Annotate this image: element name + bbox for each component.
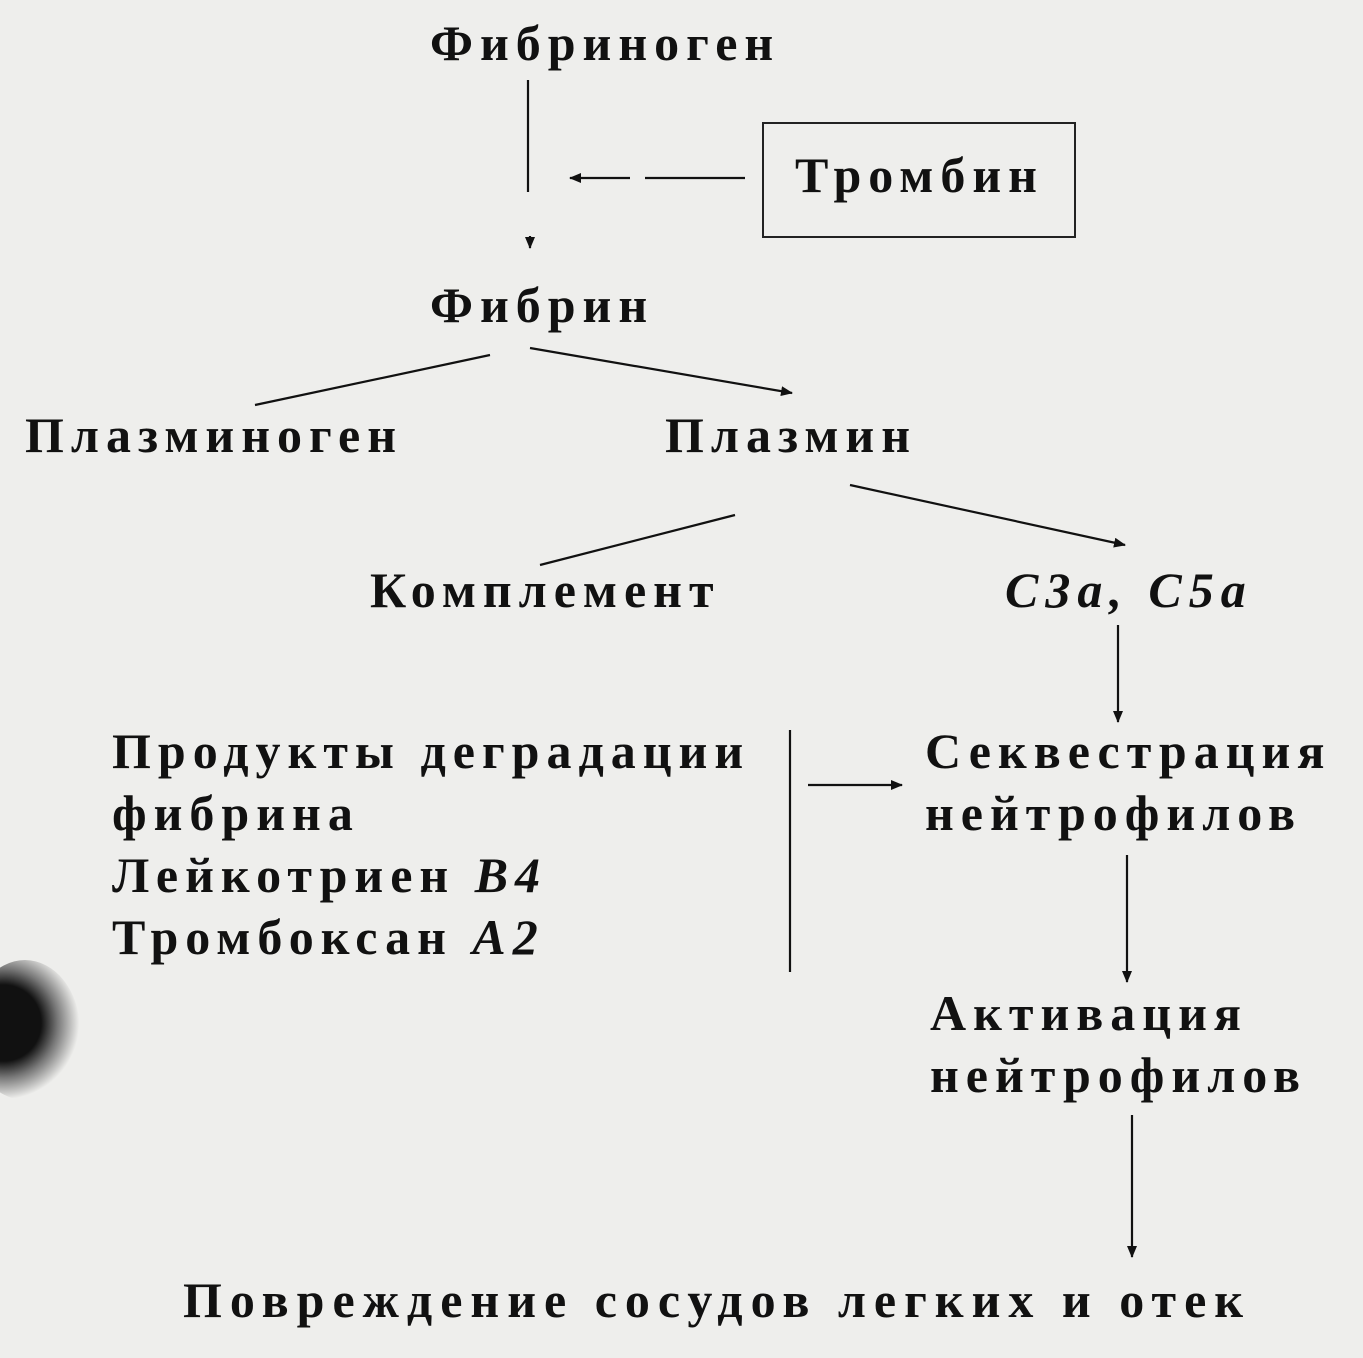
node-fibrin: Фибрин — [430, 277, 655, 333]
node-c3a-c5a: C3a, C5a — [1005, 562, 1253, 618]
activation-line-1: Активация — [930, 985, 1248, 1041]
fibrin-plasmin-arrow — [529, 346, 793, 397]
fibrin-plasminogen-line — [254, 353, 491, 407]
node-sequestration: Секвестрация нейтрофилов — [925, 720, 1331, 844]
node-plasminogen: Плазминоген — [25, 407, 404, 463]
leukotriene-subtype: B4 — [474, 847, 548, 903]
thromboxane-label: Тромбоксан — [112, 909, 473, 965]
plasmin-complement-line — [539, 513, 736, 567]
activation-line-2: нейтрофилов — [930, 1047, 1307, 1103]
mediators-line-3: Лейкотриен B4 — [112, 844, 750, 906]
node-fibrinogen: Фибриноген — [430, 15, 781, 71]
node-activation: Активация нейтрофилов — [930, 982, 1307, 1106]
sequestration-line-2: нейтрофилов — [925, 785, 1302, 841]
thromboxane-subtype: A2 — [472, 909, 545, 965]
sequestration-line-1: Секвестрация — [925, 723, 1332, 779]
mediators-line-2: фибрина — [112, 785, 360, 841]
plasmin-c3a-arrow — [849, 483, 1126, 548]
mediators-line-1: Продукты деградации — [112, 723, 751, 779]
node-mediators: Продукты деградации фибрина Лейкотриен B… — [112, 720, 750, 968]
node-thrombin: Тромбин — [795, 147, 1044, 203]
thrombin-box — [762, 122, 1076, 238]
node-complement: Комплемент — [370, 562, 721, 618]
leukotriene-label: Лейкотриен — [112, 847, 475, 903]
node-outcome: Повреждение сосудов легких и отек — [183, 1272, 1252, 1328]
node-plasmin: Плазмин — [665, 407, 918, 463]
mediators-line-4: Тромбоксан A2 — [112, 906, 750, 968]
